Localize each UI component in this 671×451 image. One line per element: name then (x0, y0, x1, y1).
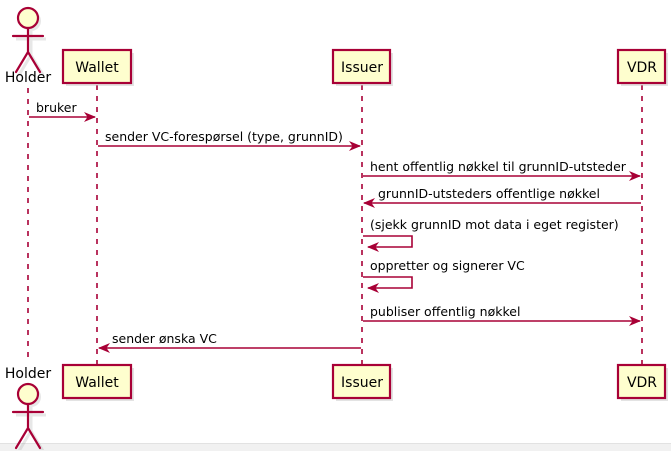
participant-box-issuer-bottom[interactable]: Issuer (331, 363, 393, 401)
message-bruker[interactable]: bruker (29, 100, 96, 122)
message-grunnid-utsteders-offentlige-noekkel-label: grunnID-utsteders offentlige nøkkel (378, 186, 600, 201)
footer-band (0, 443, 671, 451)
vdr-bottom-rect (616, 363, 667, 400)
participant-box-vdr-bottom[interactable]: VDR (616, 363, 668, 401)
message-sender-oenska-vc[interactable]: sender ønska VC (98, 331, 361, 353)
actor-holder-top-body (11, 26, 45, 74)
message-oppretter-og-signerer-vc-self[interactable]: oppretter og signerer VC (363, 258, 525, 293)
actor-holder-top[interactable]: Holder (5, 6, 51, 86)
message-hent-offentlig-noekkel[interactable]: hent offentlig nøkkel til grunnID-utsted… (363, 159, 641, 181)
issuer-bottom-rect (331, 363, 392, 400)
message-sender-vc-forespoersel-label: sender VC-forespørsel (type, grunnID) (105, 129, 343, 144)
actor-holder-top-label: Holder (5, 70, 51, 86)
message-grunnid-utsteders-offentlige-noekkel[interactable]: grunnID-utsteders offentlige nøkkel (363, 186, 641, 208)
message-bruker-label: bruker (36, 100, 77, 115)
actor-holder-bottom-head (16, 382, 40, 406)
wallet-top-label: Wallet (75, 60, 119, 76)
wallet-bottom-rect (61, 363, 133, 400)
message-oppretter-og-signerer-vc-self-label: oppretter og signerer VC (370, 258, 525, 273)
wallet-bottom-label: Wallet (75, 375, 119, 391)
message-sjekk-grunnid-self-loop (363, 235, 413, 252)
message-sender-oenska-vc-label: sender ønska VC (112, 331, 217, 346)
participant-box-vdr-top[interactable]: VDR (616, 48, 668, 86)
message-sender-vc-forespoersel[interactable]: sender VC-forespørsel (type, grunnID) (98, 129, 361, 151)
participant-box-wallet-top[interactable]: Wallet (61, 48, 134, 86)
message-hent-offentlig-noekkel-label: hent offentlig nøkkel til grunnID-utsted… (370, 159, 627, 174)
issuer-top-label: Issuer (341, 60, 383, 76)
issuer-top-rect (331, 48, 392, 85)
lifelines (27, 85, 643, 365)
actor-holder-bottom[interactable]: Holder (5, 366, 51, 450)
message-sjekk-grunnid-self[interactable]: (sjekk grunnID mot data i eget register) (363, 217, 619, 252)
issuer-bottom-label: Issuer (341, 375, 383, 391)
vdr-top-rect (616, 48, 667, 85)
message-sjekk-grunnid-self-label: (sjekk grunnID mot data i eget register) (370, 217, 619, 232)
message-publiser-offentlig-noekkel[interactable]: publiser offentlig nøkkel (363, 304, 641, 326)
actor-holder-bottom-body (11, 402, 45, 450)
participant-box-issuer-top[interactable]: Issuer (331, 48, 393, 86)
vdr-bottom-label: VDR (627, 375, 657, 391)
participant-box-wallet-bottom[interactable]: Wallet (61, 363, 134, 401)
message-publiser-offentlig-noekkel-label: publiser offentlig nøkkel (370, 304, 520, 319)
vdr-top-label: VDR (627, 60, 657, 76)
actor-holder-bottom-label: Holder (5, 366, 51, 382)
message-oppretter-og-signerer-vc-self-loop (363, 276, 413, 293)
actor-holder-top-head (16, 6, 40, 30)
wallet-top-rect (61, 48, 133, 85)
